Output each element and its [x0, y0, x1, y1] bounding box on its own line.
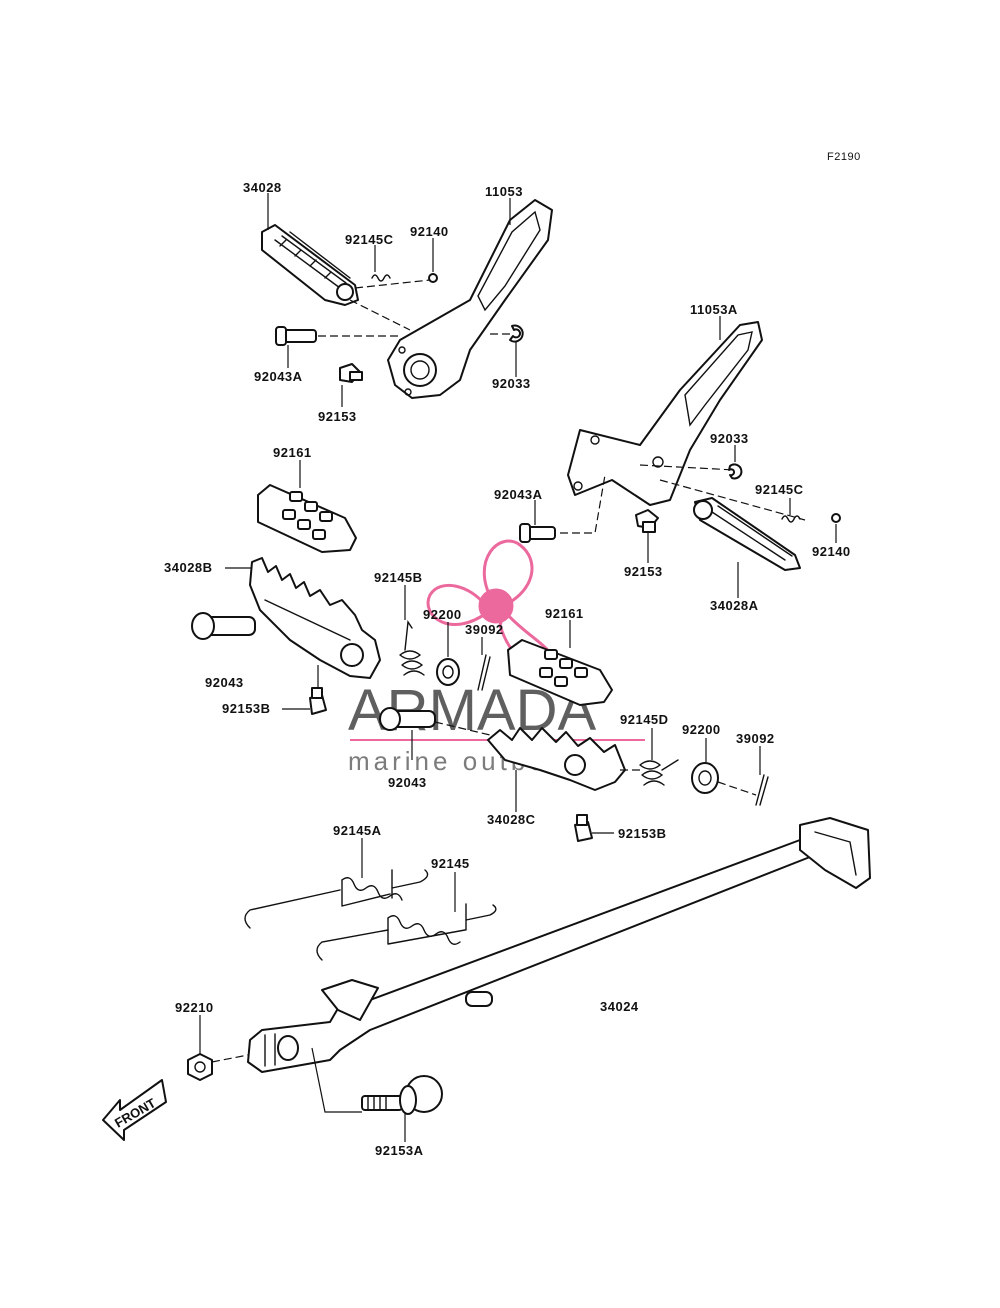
front-arrow-icon: FRONT: [102, 1079, 167, 1141]
label-92153-upper: 92153: [318, 409, 357, 424]
side-stand-34024: [247, 817, 871, 1073]
assembly-lines-upper-left: [318, 279, 512, 337]
label-92145b: 92145B: [374, 570, 423, 585]
spring-92145c-lower: [781, 515, 801, 523]
footpeg-rubber-92161-left: [257, 484, 357, 553]
ball-92140-upper: [428, 273, 438, 283]
footrest-bracket-11053: [387, 199, 553, 399]
footpeg-34028b: [249, 557, 381, 679]
label-92153b-left: 92153B: [222, 701, 271, 716]
label-34028c: 34028C: [487, 812, 536, 827]
pin-92043-left: [191, 612, 256, 640]
label-92140-lower: 92140: [812, 544, 851, 559]
figure-code: F2190: [827, 151, 861, 163]
assembly-line-92153a: [311, 1047, 362, 1113]
label-92140-upper: 92140: [410, 224, 449, 239]
label-92153b-right: 92153B: [618, 826, 667, 841]
label-11053: 11053: [485, 184, 523, 199]
washer-92200-left: [436, 658, 460, 686]
label-34024: 34024: [600, 999, 639, 1014]
label-92145a: 92145A: [333, 823, 382, 838]
bolt-92153-lower: [635, 509, 659, 533]
label-92145: 92145: [431, 856, 470, 871]
spring-92145a: [244, 869, 429, 929]
footpeg-rubber-92161-right: [507, 639, 613, 706]
footpeg-34028a: [693, 497, 801, 571]
washer-92200-right: [691, 762, 719, 794]
label-11053a: 11053A: [690, 302, 738, 317]
leader-lines: [199, 193, 837, 1142]
label-92033-upper: 92033: [492, 376, 531, 391]
assembly-lines-lower: [434, 721, 757, 796]
label-92153-lower: 92153: [624, 564, 663, 579]
footpeg-34028: [261, 224, 359, 306]
footrest-bracket-11053a: [567, 321, 763, 506]
label-92210: 92210: [175, 1000, 214, 1015]
label-92043a-upper: 92043A: [254, 369, 303, 384]
part-labels: 34028 11053 92145C 92140 92043A 92033 92…: [164, 180, 851, 1158]
spring-92145c-upper: [371, 274, 391, 282]
cotter-pin-39092-left: [477, 654, 491, 691]
spring-92145d: [639, 759, 679, 786]
pin-92043a-lower: [519, 523, 556, 543]
label-92043-right: 92043: [388, 775, 427, 790]
pin-92043a-upper: [275, 326, 317, 346]
label-92043a-lower: 92043A: [494, 487, 543, 502]
label-39092-right: 39092: [736, 731, 775, 746]
label-92153a: 92153A: [375, 1143, 424, 1158]
bolt-92153b-right: [574, 814, 593, 842]
label-92145d: 92145D: [620, 712, 669, 727]
ball-92140-lower: [831, 513, 841, 523]
bolt-92153a: [361, 1075, 443, 1115]
label-92145c-upper: 92145C: [345, 232, 394, 247]
cotter-pin-39092-right: [755, 774, 769, 806]
label-92200-left: 92200: [423, 607, 462, 622]
assembly-lines-upper-right: [560, 464, 806, 534]
label-92145c-lower: 92145C: [755, 482, 804, 497]
label-92043-left: 92043: [205, 675, 244, 690]
circlip-92033-lower: [728, 463, 743, 480]
label-39092-left: 39092: [465, 622, 504, 637]
label-92033-lower: 92033: [710, 431, 749, 446]
assembly-line-92210: [211, 1054, 249, 1063]
label-92161-right: 92161: [545, 606, 584, 621]
nut-92210: [187, 1053, 213, 1081]
bolt-92153-upper: [339, 363, 363, 383]
spring-92145: [316, 903, 497, 961]
label-34028a: 34028A: [710, 598, 759, 613]
label-34028: 34028: [243, 180, 282, 195]
label-92161-left: 92161: [273, 445, 312, 460]
spring-92145b: [399, 620, 425, 676]
bolt-92153b-left: [309, 687, 327, 715]
label-92200-right: 92200: [682, 722, 721, 737]
circlip-92033-upper: [509, 324, 524, 343]
pin-92043-right: [379, 707, 436, 731]
label-34028b: 34028B: [164, 560, 213, 575]
footpeg-34028c: [487, 727, 626, 791]
